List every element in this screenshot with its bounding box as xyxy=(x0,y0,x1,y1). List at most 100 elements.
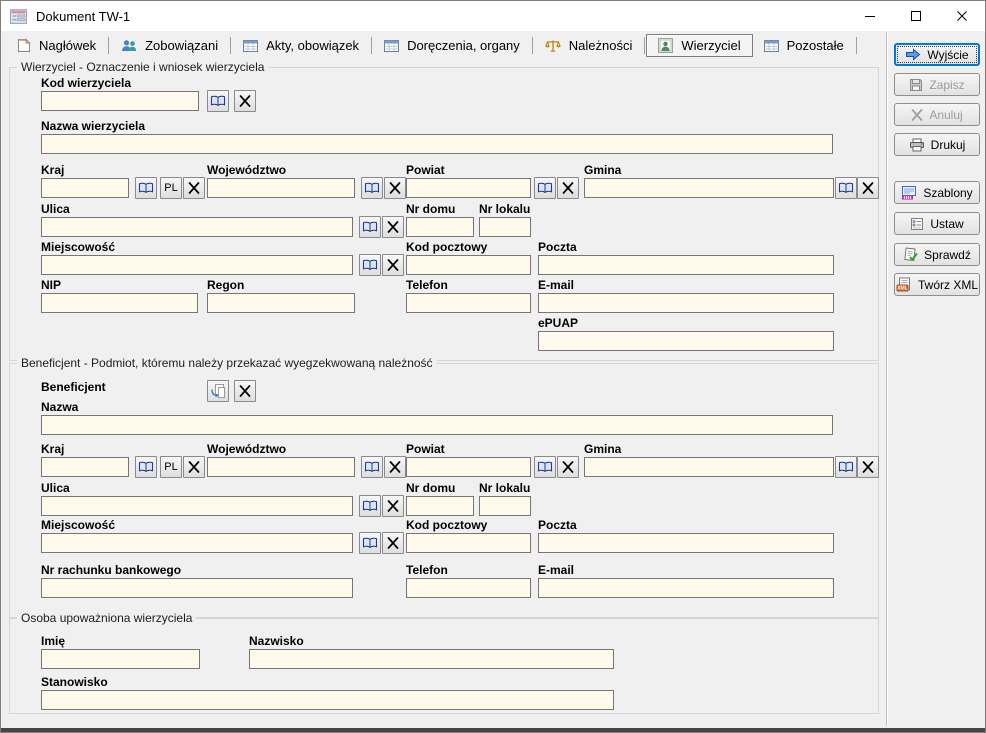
tab-pozostale[interactable]: Pozostałe xyxy=(753,34,855,57)
wierzyciel-powiat-input[interactable] xyxy=(406,178,531,198)
beneficjent-ulica-clear-button[interactable] xyxy=(382,495,404,517)
wierzyciel-miejscowosc-clear-button[interactable] xyxy=(382,254,404,276)
beneficjent-kraj-input[interactable] xyxy=(41,457,129,477)
close-button[interactable] xyxy=(939,1,985,31)
beneficjent-email-input[interactable] xyxy=(538,578,834,598)
wierzyciel-gmina-lookup-button[interactable] xyxy=(835,177,857,199)
beneficjent-poczta-input[interactable] xyxy=(538,533,834,553)
beneficjent-miejscowosc-clear-button[interactable] xyxy=(382,532,404,554)
field-label: E-mail xyxy=(538,278,575,292)
create-xml-button[interactable]: Twórz XML xyxy=(894,273,980,296)
wierzyciel-ulica-input[interactable] xyxy=(41,217,353,237)
wierzyciel-poczta-input[interactable] xyxy=(538,255,834,275)
wierzyciel-telefon-input[interactable] xyxy=(406,293,531,313)
tab-wierzyciel[interactable]: Wierzyciel xyxy=(646,34,753,57)
open-book-icon xyxy=(362,537,378,549)
wierzyciel-gmina-clear-button[interactable] xyxy=(857,177,879,199)
open-book-icon xyxy=(362,221,378,233)
field-label: Kod wierzyciela xyxy=(41,76,132,90)
beneficjent-gmina-clear-button[interactable] xyxy=(857,456,879,478)
wierzyciel-nip-input[interactable] xyxy=(41,293,198,313)
beneficjent-powiat-lookup-button[interactable] xyxy=(534,456,556,478)
print-button[interactable]: Drukuj xyxy=(894,133,980,156)
person-icon xyxy=(658,38,673,53)
wierzyciel-powiat-lookup-button[interactable] xyxy=(534,177,556,199)
tab-naglowek[interactable]: Nagłówek xyxy=(6,34,107,57)
beneficjent-miejscowosc-input[interactable] xyxy=(41,533,353,553)
field-label: Stanowisko xyxy=(41,675,108,689)
osoba-stanowisko-input[interactable] xyxy=(41,690,614,710)
tab-akty-obowiazek[interactable]: Akty, obowiązek xyxy=(232,34,370,57)
wierzyciel-kraj-clear-button[interactable] xyxy=(183,177,205,199)
wierzyciel-kraj-pl-button[interactable]: PL xyxy=(160,177,182,199)
wierzyciel-miejscowosc-input[interactable] xyxy=(41,255,353,275)
tab-separator xyxy=(230,37,232,54)
beneficjent-wojewodztwo-clear-button[interactable] xyxy=(384,456,406,478)
title-bar: Dokument TW-1 xyxy=(1,1,985,31)
osoba-imie-input[interactable] xyxy=(41,649,200,669)
field-label: Gmina xyxy=(584,163,622,177)
wierzyciel-ulica-clear-button[interactable] xyxy=(382,216,404,238)
wierzyciel-nr-lokalu-input[interactable] xyxy=(479,217,531,237)
minimize-button[interactable] xyxy=(847,1,893,31)
field-beneficjent: Beneficjent xyxy=(41,381,106,395)
wierzyciel-kraj-input[interactable] xyxy=(41,178,129,198)
beneficjent-wojewodztwo-input[interactable] xyxy=(207,457,355,477)
beneficjent-ulica-lookup-button[interactable] xyxy=(359,495,381,517)
x-icon xyxy=(862,182,874,194)
beneficjent-clear-button[interactable] xyxy=(234,380,256,402)
wierzyciel-wojewodztwo-lookup-button[interactable] xyxy=(361,177,383,199)
beneficjent-gmina-input[interactable] xyxy=(584,457,834,477)
wierzyciel-email-input[interactable] xyxy=(538,293,834,313)
wierzyciel-nazwa-input[interactable] xyxy=(41,134,833,154)
save-button[interactable]: Zapisz xyxy=(894,73,980,96)
wierzyciel-wojewodztwo-clear-button[interactable] xyxy=(384,177,406,199)
tab-doreczenia-organy[interactable]: Doręczenia, organy xyxy=(373,34,531,57)
templates-button[interactable]: Szablony xyxy=(894,181,980,204)
field-imie: Imię xyxy=(41,635,200,669)
wierzyciel-gmina-input[interactable] xyxy=(584,178,834,198)
exit-button[interactable]: Wyjście xyxy=(894,43,980,66)
field-label: Kod pocztowy xyxy=(406,518,488,532)
cancel-button[interactable]: Anuluj xyxy=(894,103,980,126)
osoba-nazwisko-input[interactable] xyxy=(249,649,614,669)
wierzyciel-kod-lookup-button[interactable] xyxy=(207,90,229,112)
wierzyciel-miejscowosc-lookup-button[interactable] xyxy=(359,254,381,276)
wierzyciel-powiat-clear-button[interactable] xyxy=(557,177,579,199)
field-label: Kod pocztowy xyxy=(406,240,488,254)
beneficjent-ulica-input[interactable] xyxy=(41,496,353,516)
tab-naleznosci[interactable]: Należności xyxy=(534,34,644,57)
beneficjent-gmina-lookup-button[interactable] xyxy=(835,456,857,478)
beneficjent-nr-rachunku-input[interactable] xyxy=(41,578,353,598)
wierzyciel-epuap-input[interactable] xyxy=(538,331,834,351)
settings-button[interactable]: Ustaw xyxy=(894,212,980,235)
beneficjent-powiat-input[interactable] xyxy=(406,457,531,477)
field-label: Nr rachunku bankowego xyxy=(41,563,182,577)
tab-zobowiazani[interactable]: Zobowiązani xyxy=(110,34,229,57)
wierzyciel-kod-pocztowy-input[interactable] xyxy=(406,255,531,275)
beneficjent-nr-domu-input[interactable] xyxy=(406,496,474,516)
wierzyciel-kraj-lookup-button[interactable] xyxy=(135,177,157,199)
field-nip: NIP xyxy=(41,279,198,313)
maximize-button[interactable] xyxy=(893,1,939,31)
beneficjent-kraj-clear-button[interactable] xyxy=(183,456,205,478)
beneficjent-nazwa-input[interactable] xyxy=(41,415,833,435)
check-button[interactable]: Sprawdź xyxy=(894,243,980,266)
wierzyciel-wojewodztwo-input[interactable] xyxy=(207,178,355,198)
beneficjent-kod-pocztowy-input[interactable] xyxy=(406,533,531,553)
wierzyciel-kod-input[interactable] xyxy=(41,91,199,111)
beneficjent-copy-button[interactable] xyxy=(207,380,229,402)
wierzyciel-kod-clear-button[interactable] xyxy=(234,90,256,112)
beneficjent-kraj-pl-button[interactable]: PL xyxy=(160,456,182,478)
beneficjent-kraj-lookup-button[interactable] xyxy=(135,456,157,478)
beneficjent-telefon-input[interactable] xyxy=(406,578,531,598)
beneficjent-wojewodztwo-lookup-button[interactable] xyxy=(361,456,383,478)
beneficjent-nr-lokalu-input[interactable] xyxy=(479,496,531,516)
beneficjent-powiat-clear-button[interactable] xyxy=(557,456,579,478)
wierzyciel-regon-input[interactable] xyxy=(207,293,355,313)
wierzyciel-ulica-lookup-button[interactable] xyxy=(359,216,381,238)
field-beneficjent-wojewodztwo: Województwo xyxy=(207,443,355,477)
beneficjent-miejscowosc-lookup-button[interactable] xyxy=(359,532,381,554)
open-book-icon xyxy=(362,259,378,271)
wierzyciel-nr-domu-input[interactable] xyxy=(406,217,474,237)
